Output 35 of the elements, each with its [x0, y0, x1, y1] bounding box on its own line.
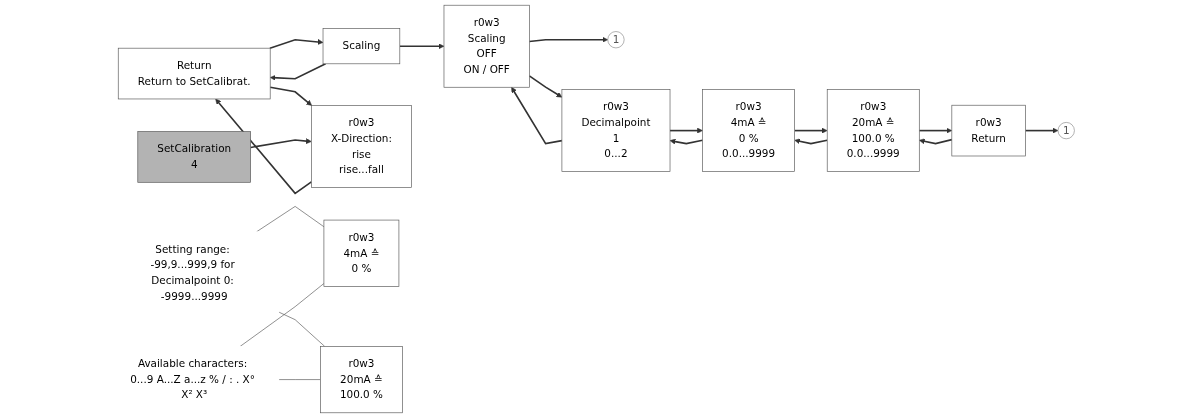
connector [256, 206, 325, 233]
node-box: r0w3 20mA ≙ 100.0 % [320, 346, 403, 414]
arrow [669, 127, 703, 134]
node-box: Scaling [322, 28, 401, 65]
node-box: r0w3 4mA ≙ 0 % 0.0...9999 [702, 89, 795, 172]
connector [239, 283, 325, 347]
node-box: r0w3 Decimalpoint 1 0...2 [561, 89, 671, 172]
node-circle: 1 [607, 31, 625, 49]
node-circle: 1 [1057, 122, 1075, 140]
arrow [269, 86, 312, 106]
arrow [269, 38, 324, 49]
node-box: SetCalibration 4 [137, 131, 251, 183]
node-box: r0w3 Scaling OFF ON / OFF [443, 4, 530, 88]
arrow [249, 138, 312, 149]
node-box: r0w3 Return [951, 104, 1026, 157]
node-box: r0w3 X-Direction: rise rise...fall [311, 105, 412, 188]
node-text: Setting range: -99,9...999,9 for Decimalpoint 0: -9999...9999 [150, 242, 235, 303]
arrow [793, 127, 828, 134]
arrow [528, 75, 563, 98]
arrow [918, 127, 953, 134]
arrow [1024, 127, 1059, 134]
node-box: r0w3 20mA ≙ 100.0 % 0.0...9999 [826, 89, 920, 172]
arrow [794, 138, 829, 145]
node-text: Available characters: 0...9 A...Z a...z % / : . X° X² X³ [130, 357, 255, 402]
arrow [669, 138, 704, 145]
arrow [399, 43, 445, 50]
arrow [269, 63, 327, 81]
arrow [919, 138, 953, 145]
connector [278, 379, 321, 380]
arrow [215, 98, 313, 195]
connector [278, 311, 325, 347]
arrow [528, 36, 608, 43]
node-box: r0w3 4mA ≙ 0 % [323, 219, 400, 287]
node-box: Return Return to SetCalibrat. [117, 47, 271, 100]
arrow [511, 87, 563, 145]
